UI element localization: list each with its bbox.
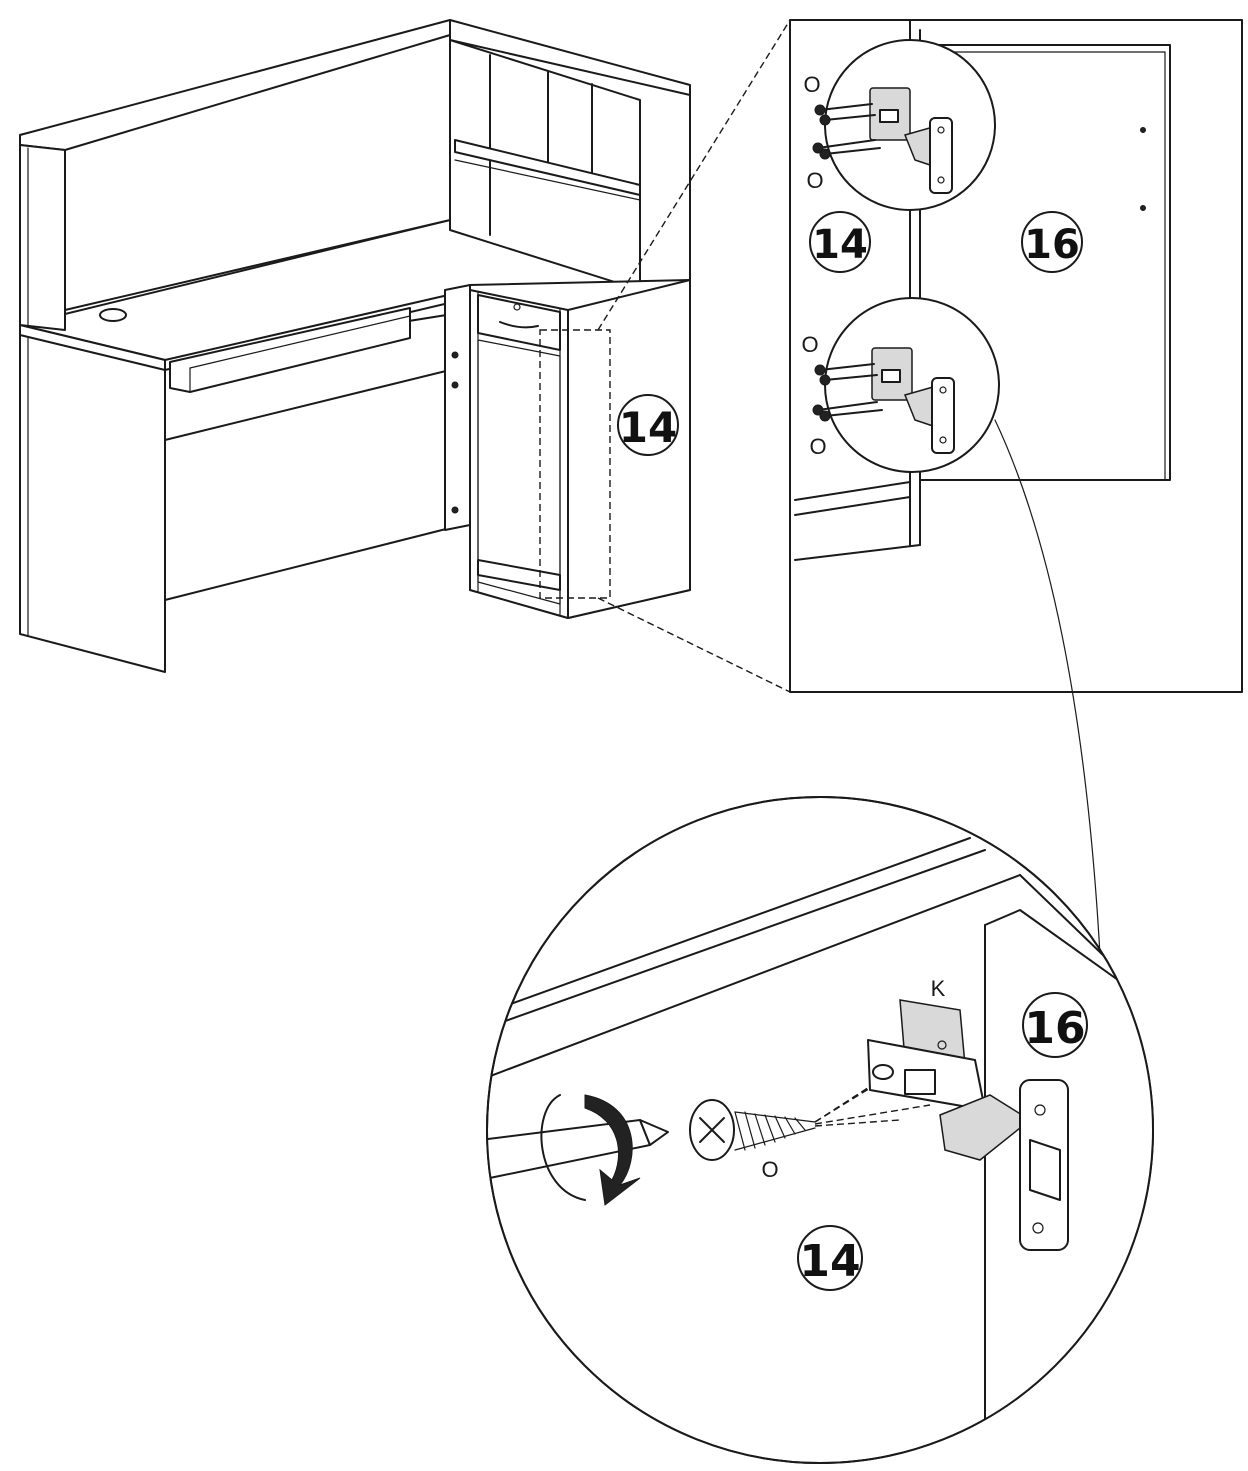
inset-screw-label-bottom-1: O xyxy=(801,332,818,357)
detail-screw-label: O xyxy=(761,1157,778,1182)
detail-panel-14-label: 14 xyxy=(799,1236,860,1287)
screw-detail: K O 14 16 xyxy=(486,796,1154,1464)
desk-left-side-panel xyxy=(19,329,166,673)
detail-door-16-label: 16 xyxy=(1024,1003,1085,1054)
detail-door-16-marker xyxy=(1022,992,1088,1058)
top-hinge-screws xyxy=(812,103,881,160)
leader-line-bottom xyxy=(597,597,791,693)
rotation-arrow-head xyxy=(584,1094,641,1206)
inset-screw-label-bottom-2: O xyxy=(809,434,826,459)
pedestal-drawer xyxy=(477,294,561,351)
inset-panel-14-label: 14 xyxy=(812,222,868,268)
inset-screw-label-top-2: O xyxy=(806,168,823,193)
bottom-hinge-screws xyxy=(812,363,883,422)
panel-14-marker xyxy=(617,394,679,456)
detail-magnifier-outline xyxy=(486,796,1154,1464)
hinge-inset: O O O O 14 16 xyxy=(789,19,1243,956)
desk-illustration: 14 xyxy=(19,19,791,693)
cable-grommet xyxy=(99,308,127,322)
leader-line-top xyxy=(597,19,791,331)
keyboard-tray xyxy=(169,307,411,393)
bottom-hinge xyxy=(871,347,955,454)
hinge-k xyxy=(867,999,1069,1251)
top-hinge xyxy=(869,87,953,194)
inset-door-16-marker xyxy=(1021,211,1083,273)
hinge-area-highlight xyxy=(539,329,611,599)
detail-door-16 xyxy=(984,909,1153,1463)
detail-panel-14-marker xyxy=(797,1225,863,1291)
inset-panel-14-marker xyxy=(809,211,871,273)
inset-door-16-label: 16 xyxy=(1024,222,1080,268)
desk-modesty-panel xyxy=(164,369,451,601)
rotation-arrow xyxy=(540,1094,586,1201)
detail-leader-line xyxy=(994,419,1101,956)
inset-screw-label-top-1: O xyxy=(803,72,820,97)
hinge-k-label: K xyxy=(931,976,946,1001)
panel-14-label: 14 xyxy=(619,403,677,452)
